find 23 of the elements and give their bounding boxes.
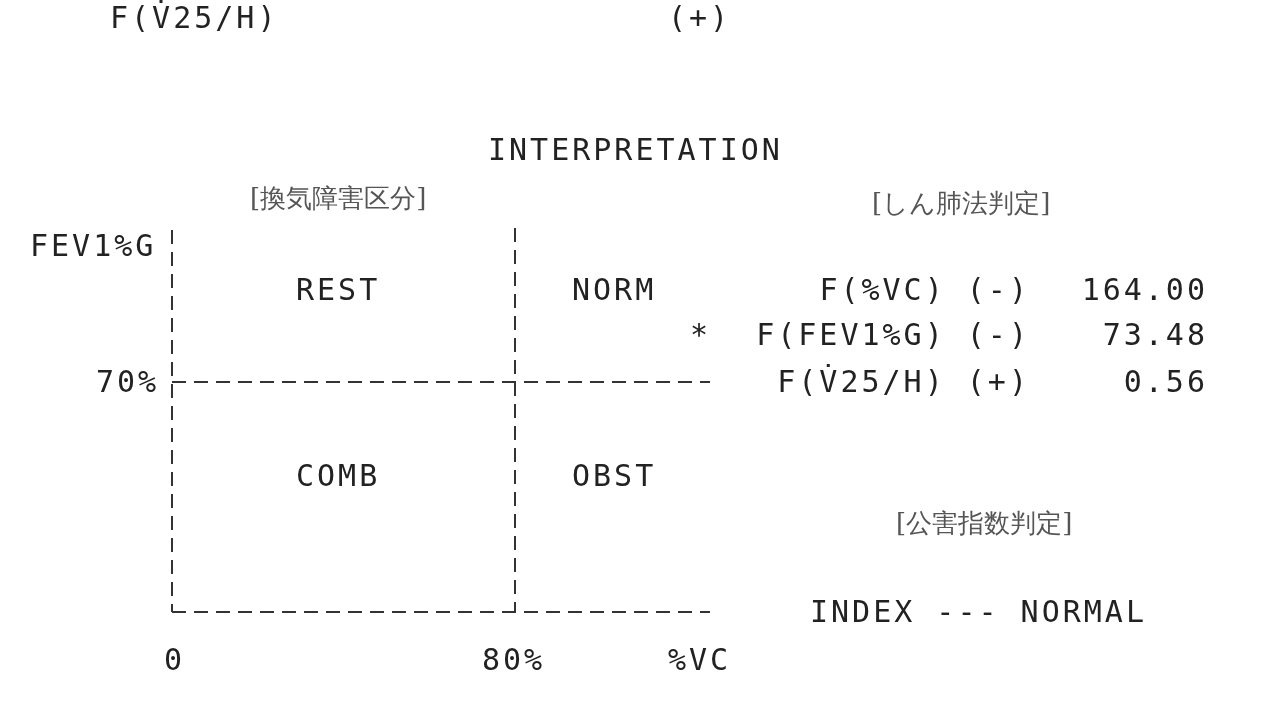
section-heading: [公害指数判定]	[896, 507, 1073, 540]
section-heading: [しん肺法判定]	[872, 187, 1051, 220]
result-label: F(%VC) (-)	[819, 272, 1030, 308]
tick-label: 80%	[482, 642, 546, 678]
value-label: F(V̇25/H)	[110, 0, 279, 36]
heading-text: INTERPRETATION	[488, 132, 783, 168]
section-heading: [換気障害区分]	[250, 182, 427, 215]
quadrant-label: NORM	[572, 272, 657, 308]
value-text: 164.00	[1081, 272, 1208, 308]
value-label: (+)	[668, 0, 732, 36]
quadrant-label: REST	[296, 272, 381, 308]
axis-label: FEV1%G	[30, 228, 157, 264]
tick-label: 70%	[96, 364, 160, 400]
result-label: F(V̇25/H) (+)	[777, 364, 1030, 400]
value-text: 0.56	[1123, 364, 1208, 400]
quadrant-label: COMB	[296, 458, 381, 494]
value-text: 73.48	[1102, 317, 1208, 353]
result-label: F(FEV1%G) (-)	[756, 317, 1030, 353]
result-label: INDEX --- NORMAL	[810, 594, 1147, 630]
quadrant-label: OBST	[572, 458, 657, 494]
tick-label: 0	[164, 642, 186, 678]
axis-label: %VC	[668, 642, 732, 678]
marker: *	[690, 317, 712, 353]
